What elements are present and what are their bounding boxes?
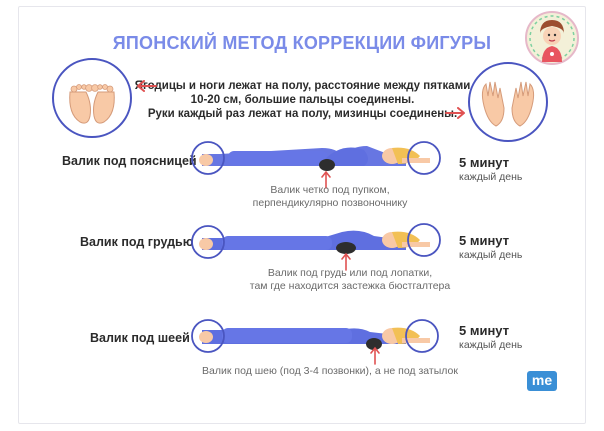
page-title: ЯПОНСКИЙ МЕТОД КОРРЕКЦИИ ФИГУРЫ [112,33,492,53]
step-3-frequency: каждый день [459,339,523,351]
feet-detail-icon [191,225,225,259]
pose-lumbar-roller-icon [199,146,430,171]
hands-detail-icon [407,141,441,175]
pose-neck-roller-icon [199,327,430,350]
hands-detail-icon [405,319,439,353]
feet-icon [52,58,132,138]
avatar-icon [525,11,579,65]
step-1-label: Валик под поясницей [62,154,197,168]
step-2-frequency: каждый день [459,249,523,261]
feet-detail-icon [191,319,225,353]
arrow-left-icon [137,80,157,92]
rule-line-3: Руки каждый раз лежат на полу, мизинцы с… [147,108,458,120]
step-2-duration: 5 минут [459,233,510,248]
step-2-note-2: там где находится застежка бюстгалтера [249,280,451,292]
card-frame [18,6,586,424]
step-1-frequency: каждый день [459,171,523,183]
arrow-up-icon [370,346,380,365]
brand-logo: me [527,371,557,391]
step-1-duration: 5 минут [459,155,510,170]
feet-detail-icon [191,141,225,175]
step-3-note-1: Валик под шею (под 3-4 позвонки), а не п… [202,365,458,377]
arrow-right-icon [445,107,465,119]
rule-line-1: Ягодицы и ноги лежат на полу, расстояние… [134,80,471,92]
brand-logo-text: me [531,372,553,388]
arrow-up-icon [321,170,331,189]
step-3-label: Валик под шеей [90,331,190,345]
pose-chest-roller-icon [199,230,430,254]
step-2-label: Валик под грудью [80,235,194,249]
step-3-duration: 5 минут [459,323,510,338]
hands-icon [468,62,548,142]
hands-detail-icon [407,223,441,257]
arrow-up-icon [341,252,351,271]
step-2-note-1: Валик под грудь или под лопатки, [267,267,433,279]
rule-line-2: 10-20 см, большие пальцы соединены. [190,94,415,106]
step-1-note-1: Валик четко под пупком, [270,184,390,196]
step-1-note-2: перпендикулярно позвоночнику [252,197,408,209]
